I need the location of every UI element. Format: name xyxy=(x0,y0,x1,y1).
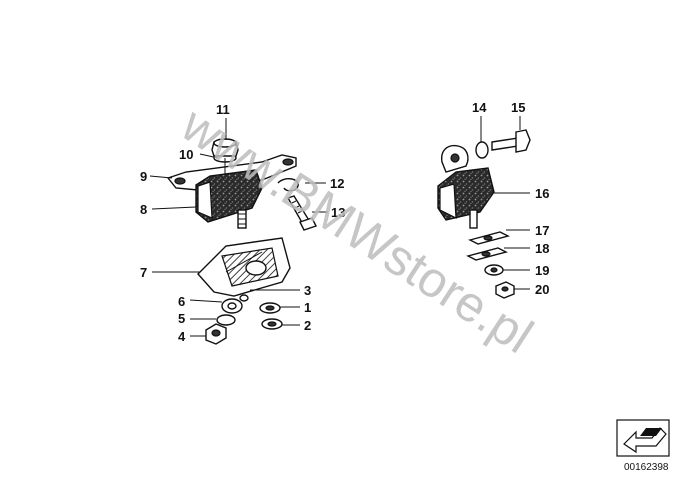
callout-7: 7 xyxy=(140,265,147,280)
bolt-part xyxy=(491,137,519,151)
washer-part xyxy=(239,294,249,302)
spring-washer-part xyxy=(216,314,236,326)
callout-8: 8 xyxy=(140,202,147,217)
callout-17: 17 xyxy=(535,223,549,238)
callout-13: 13 xyxy=(331,205,345,220)
callout-12: 12 xyxy=(330,176,344,191)
rubber-mount-part xyxy=(195,169,263,223)
callout-11: 11 xyxy=(216,102,230,117)
diagram-code: 00162398 xyxy=(624,462,669,473)
callout-6: 6 xyxy=(178,294,185,309)
callout-15: 15 xyxy=(511,100,525,115)
callout-4: 4 xyxy=(178,329,186,344)
callout-20: 20 xyxy=(535,282,549,297)
callout-16: 16 xyxy=(535,186,549,201)
leader-lines xyxy=(149,116,530,337)
callout-1: 1 xyxy=(304,300,311,315)
callouts: 11 10 9 8 12 13 7 3 6 1 5 2 4 14 15 16 1… xyxy=(140,100,549,344)
clip-part xyxy=(277,178,299,192)
callout-3: 3 xyxy=(304,283,311,298)
callout-2: 2 xyxy=(304,318,311,333)
arrow-icon xyxy=(616,419,670,457)
left-mount-assembly xyxy=(166,138,317,345)
callout-18: 18 xyxy=(535,241,549,256)
washer-part xyxy=(475,141,489,159)
callout-9: 9 xyxy=(140,169,147,184)
callout-10: 10 xyxy=(179,147,193,162)
callout-19: 19 xyxy=(535,263,549,278)
right-mount-assembly xyxy=(437,129,531,299)
callout-5: 5 xyxy=(178,311,185,326)
callout-14: 14 xyxy=(472,100,487,115)
stud-part xyxy=(469,209,478,229)
